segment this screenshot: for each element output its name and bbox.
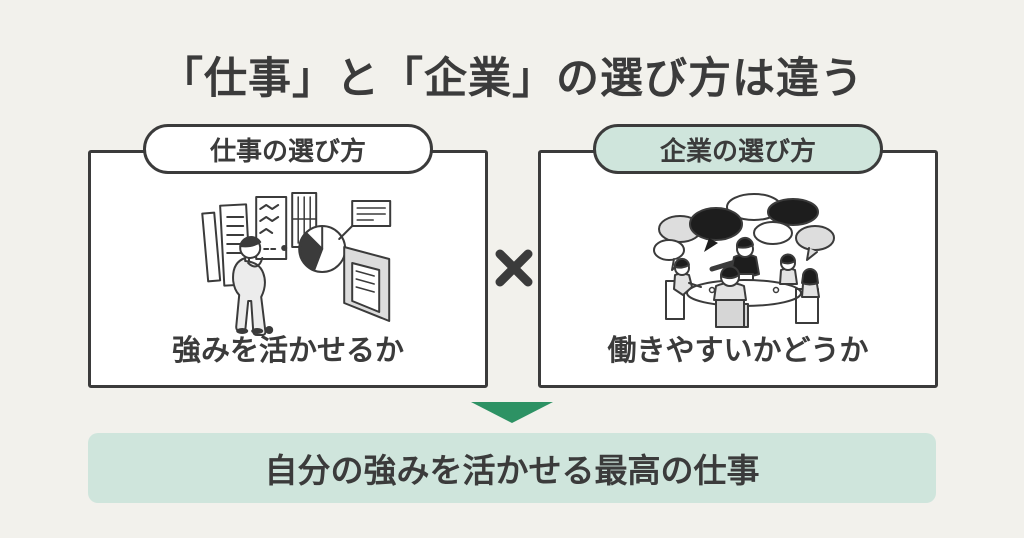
multiply-icon (492, 246, 536, 290)
company-choice-card: 企業の選び方 (538, 124, 938, 388)
job-choice-tab: 仕事の選び方 (143, 124, 433, 174)
result-label: 自分の強みを活かせる最高の仕事 (264, 451, 760, 490)
job-choice-card: 仕事の選び方 (88, 124, 488, 388)
result-box: 自分の強みを活かせる最高の仕事 (88, 433, 936, 503)
team-meeting-illustration (653, 193, 835, 328)
person-reviewing-charts-illustration (201, 192, 392, 336)
page-title: 「仕事」と「企業」の選び方は違う (160, 54, 864, 104)
down-arrow-icon (471, 402, 553, 423)
company-choice-tab: 企業の選び方 (593, 124, 883, 174)
job-choice-caption: 強みを活かせるか (171, 333, 404, 367)
company-choice-caption: 働きやすいかどうか (607, 333, 869, 367)
company-choice-tab-label: 企業の選び方 (659, 136, 816, 167)
job-choice-tab-label: 仕事の選び方 (209, 136, 366, 167)
